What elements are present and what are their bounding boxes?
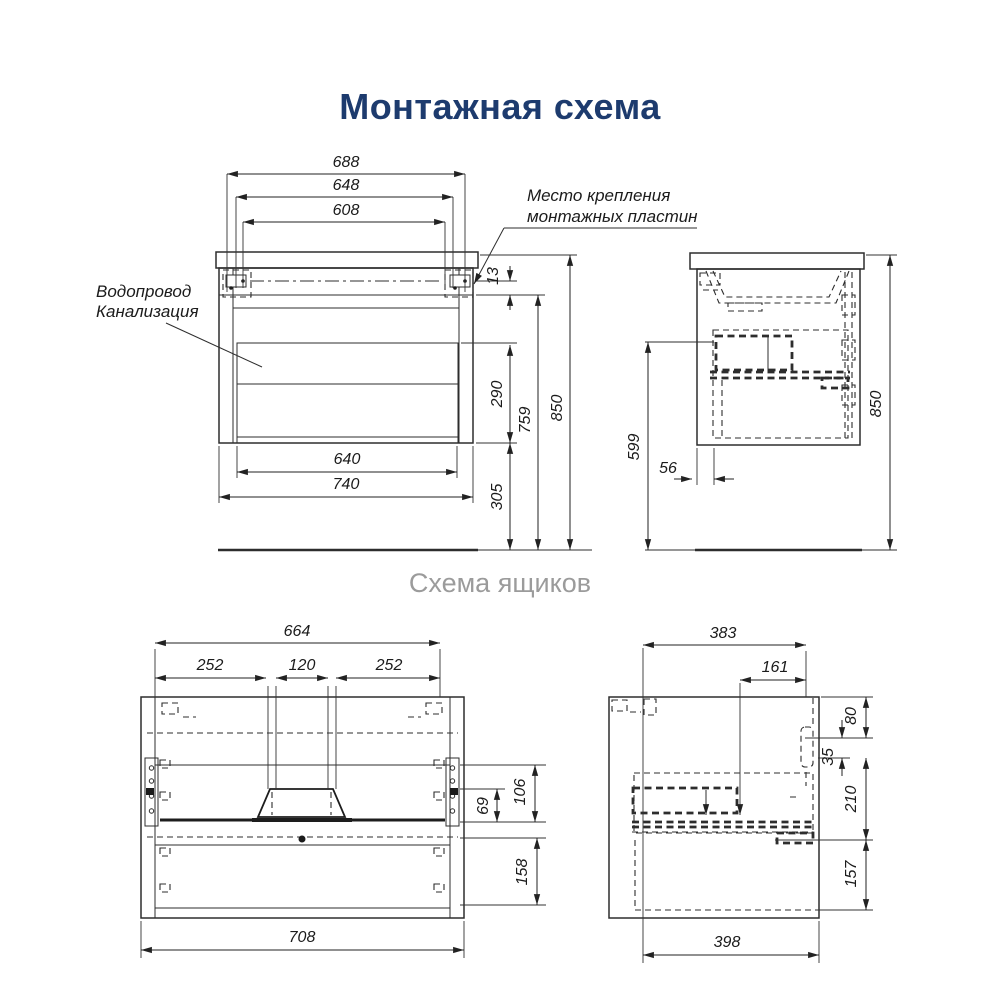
slide-rail-left [144, 757, 159, 827]
drawer-side-bottom-dimension: 398 [643, 921, 820, 963]
dim-640: 640 [334, 451, 361, 468]
drawer-front-top-dimensions: 664 252 120 252 [154, 623, 441, 789]
drawer-box-side [608, 696, 820, 919]
dim-13: 13 [485, 267, 502, 285]
front-top-dimensions: 688 648 608 [226, 154, 466, 292]
drawer-side-hidden-lines [611, 698, 818, 911]
dim-664: 664 [284, 623, 311, 640]
dim-120: 120 [289, 657, 316, 674]
drawer-panels-front [154, 697, 451, 918]
front-right-dimensions: 13 290 759 850 305 [461, 254, 577, 550]
dim-252-left: 252 [196, 657, 224, 674]
fastener-clips-front [159, 702, 445, 893]
dim-850-side: 850 [868, 391, 885, 418]
plumbing-callout: Водопровод Канализация [96, 282, 263, 368]
plumbing-label-line2: Канализация [96, 302, 199, 321]
center-mark-dot [298, 835, 306, 843]
plumbing-label-line1: Водопровод [96, 282, 191, 301]
cabinet-outline-front [218, 267, 474, 444]
dim-56: 56 [659, 460, 677, 477]
drawer-hidden-lines-side [710, 329, 850, 439]
side-view: 599 56 850 [626, 252, 897, 552]
back-rail-hidden-lines [841, 272, 856, 440]
drawer-front-right-dimensions: 106 69 158 [460, 764, 546, 906]
front-bottom-dimensions: 640 740 [218, 446, 474, 503]
countertop-side [689, 252, 865, 270]
dim-759: 759 [517, 407, 534, 434]
side-dimensions: 599 56 850 [626, 254, 897, 550]
dim-305: 305 [489, 484, 506, 511]
dim-383: 383 [710, 625, 737, 642]
page-title: Монтажная схема [339, 86, 661, 127]
drawer-side-view: 383 161 80 35 210 157 398 [608, 625, 873, 963]
sink-bowl-hidden-lines [699, 270, 850, 312]
countertop-front [215, 251, 479, 269]
dim-599: 599 [626, 434, 643, 461]
drawer-box-front [140, 696, 465, 919]
drawer-scheme-subtitle: Схема ящиков [408, 568, 592, 598]
drawer-side-right-dimensions: 80 35 210 157 [775, 696, 873, 911]
front-view: 688 648 608 640 740 13 [96, 154, 698, 552]
dim-69: 69 [475, 797, 492, 815]
dim-35: 35 [820, 748, 837, 766]
dim-688: 688 [333, 154, 360, 171]
dim-252-right: 252 [375, 657, 403, 674]
dim-398: 398 [714, 934, 741, 951]
mounting-label-line1: Место крепления [527, 186, 670, 205]
dim-157: 157 [843, 860, 860, 888]
dim-708: 708 [289, 929, 316, 946]
dim-740: 740 [333, 476, 360, 493]
mounting-leader-line [473, 227, 505, 285]
dim-80: 80 [843, 707, 860, 725]
plumbing-hatch-area [236, 342, 459, 444]
drawer-front-bottom-dimension: 708 [140, 921, 465, 958]
slide-rail-right [445, 757, 460, 827]
drawer-side-top-dimensions: 383 161 [642, 625, 807, 963]
mounting-callout: Место крепления монтажных пластин [473, 186, 698, 285]
plumbing-leader-line [165, 322, 263, 368]
siphon-cutout [252, 788, 352, 822]
dim-648: 648 [333, 177, 360, 194]
dim-608: 608 [333, 202, 360, 219]
mounting-label-line2: монтажных пластин [527, 207, 698, 226]
dim-161: 161 [762, 659, 789, 676]
cabinet-panels-front [219, 268, 473, 443]
dim-158: 158 [514, 859, 531, 886]
dim-106: 106 [512, 779, 529, 806]
dim-290: 290 [489, 381, 506, 409]
cabinet-outline-side [696, 268, 861, 446]
dim-210: 210 [843, 786, 860, 814]
dim-850-front: 850 [549, 395, 566, 422]
drawer-front-view: 664 252 120 252 106 69 158 708 [140, 623, 546, 958]
